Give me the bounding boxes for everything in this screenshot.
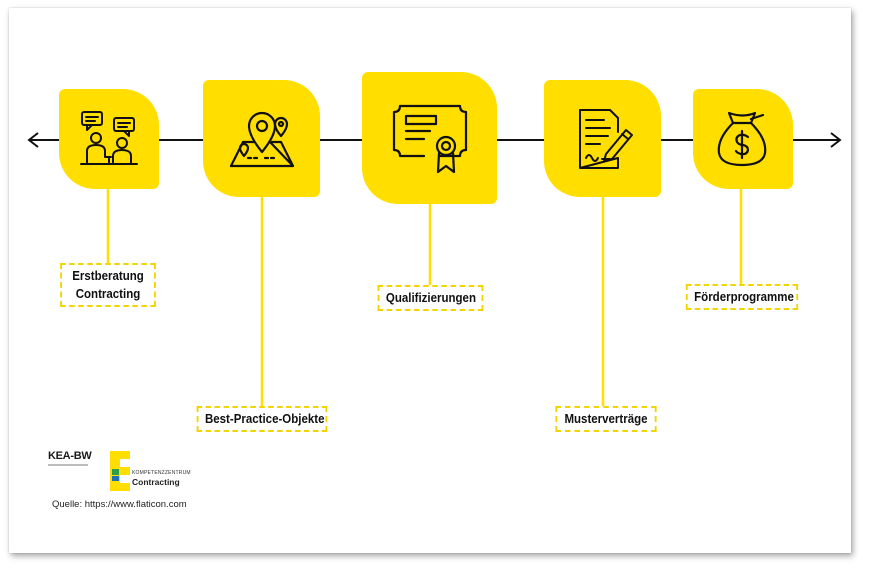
step-5-label-line-1: Förderprogramme xyxy=(694,290,794,304)
logo-kea-underline xyxy=(48,464,88,466)
logo-kea-text: KEA-BW xyxy=(48,450,92,462)
step-3-label: Qualifizierungen xyxy=(377,285,484,311)
step-3-label-line-1: Qualifizierungen xyxy=(385,291,476,305)
step-2-tile xyxy=(203,80,320,197)
step-4-tile xyxy=(544,80,661,197)
step-4-label: Musterverträge xyxy=(555,406,657,432)
logo-kompetenzzentrum-text: KOMPETENZZENTRUM xyxy=(132,470,191,476)
step-1-label-line-2: Contracting xyxy=(75,287,141,301)
contract-signing-icon xyxy=(578,108,633,169)
step-2-label-line-1: Best-Practice-Objekte xyxy=(204,412,325,426)
step-1-label-line-1: Erstberatung xyxy=(72,269,144,283)
map-location-icon xyxy=(229,111,294,167)
step-1-label: Erstberatung Contracting xyxy=(60,263,156,307)
step-5-tile xyxy=(693,89,793,189)
step-2-label: Best-Practice-Objekte xyxy=(196,406,328,432)
money-bag-icon xyxy=(717,111,767,167)
kea-bw-logo: KEA-BW KOMPETENZZENTRUM Contracting xyxy=(44,448,194,508)
logo-contracting-text: Contracting xyxy=(132,477,180,487)
kompetenzzentrum-mark-icon xyxy=(110,451,130,491)
step-1-tile xyxy=(59,89,159,189)
step-5-label: Förderprogramme xyxy=(685,284,799,310)
step-3-tile xyxy=(362,72,497,204)
source-credit: Quelle: https://www.flaticon.com xyxy=(52,499,187,510)
consultation-icon xyxy=(80,111,138,165)
step-4-label-line-1: Musterverträge xyxy=(564,412,648,426)
left-arrow-head xyxy=(27,132,39,148)
right-arrow-head xyxy=(830,132,842,148)
certificate-icon xyxy=(392,104,467,174)
